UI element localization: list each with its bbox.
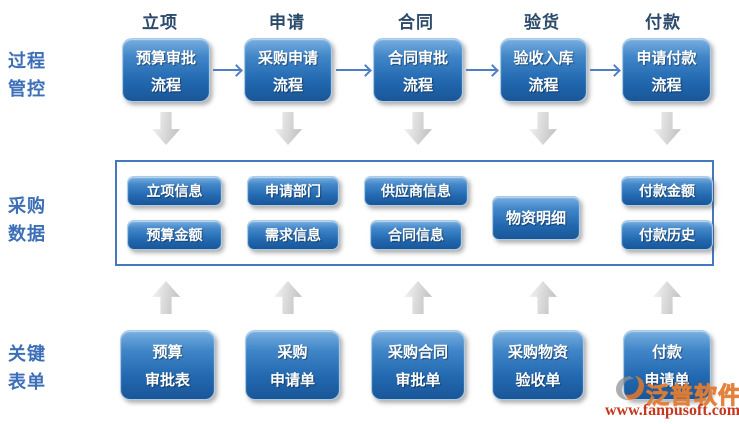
process-box-line: 流程 bbox=[402, 77, 433, 94]
form-box-line: 申请单 bbox=[269, 372, 315, 389]
data-chip-requesting-department: 申请部门 bbox=[247, 176, 339, 206]
process-box-line: 预算审批 bbox=[135, 50, 196, 67]
arrow-up-icon bbox=[404, 281, 432, 314]
process-box-contract-approval: 合同审批 流程 bbox=[373, 38, 463, 102]
form-box-line: 预算 bbox=[152, 344, 183, 361]
side-label-line: 管控 bbox=[8, 79, 46, 99]
form-box-line: 审批表 bbox=[144, 372, 190, 389]
side-label-line: 采购 bbox=[8, 196, 46, 216]
watermark-url: www.fanpusoft.com bbox=[605, 402, 739, 419]
form-box-line: 采购物资 bbox=[507, 344, 568, 361]
process-box-line: 合同审批 bbox=[387, 50, 448, 67]
form-box-line: 审批单 bbox=[395, 372, 441, 389]
form-box-payment-request-form: 付款 申请单 bbox=[623, 330, 711, 400]
data-chip-supplier-info: 供应商信息 bbox=[364, 176, 468, 206]
data-chip-material-details: 物资明细 bbox=[492, 196, 580, 240]
form-box-line: 采购合同 bbox=[387, 344, 448, 361]
column-header-request: 申请 bbox=[269, 13, 305, 32]
form-box-line: 申请单 bbox=[644, 372, 690, 389]
process-box-purchase-request: 采购申请 流程 bbox=[244, 38, 332, 102]
column-header-inspection: 验货 bbox=[524, 13, 560, 32]
process-box-receiving-warehousing: 验收入库 流程 bbox=[500, 38, 587, 102]
process-box-line: 申请付款 bbox=[636, 50, 697, 67]
column-header-payment: 付款 bbox=[645, 13, 681, 32]
process-box-payment-request: 申请付款 流程 bbox=[622, 38, 711, 102]
column-header-project-initiation: 立项 bbox=[142, 13, 178, 32]
data-chip-demand-info: 需求信息 bbox=[247, 220, 339, 250]
side-label-line: 关键 bbox=[8, 344, 46, 364]
arrow-down-icon bbox=[274, 112, 302, 145]
form-box-budget-approval-form: 预算 审批表 bbox=[120, 330, 215, 400]
flow-arrow-right-icon bbox=[466, 69, 497, 71]
flow-arrow-right-icon bbox=[213, 69, 241, 71]
data-chip-payment-amount: 付款金额 bbox=[621, 176, 713, 206]
form-box-material-acceptance-form: 采购物资 验收单 bbox=[492, 330, 584, 400]
process-box-line: 流程 bbox=[528, 77, 559, 94]
form-box-line: 采购 bbox=[277, 344, 308, 361]
process-box-line: 流程 bbox=[651, 77, 682, 94]
arrow-down-icon bbox=[653, 112, 681, 145]
arrow-up-icon bbox=[274, 281, 302, 314]
data-chip-payment-history: 付款历史 bbox=[621, 220, 713, 250]
process-box-line: 流程 bbox=[150, 77, 181, 94]
arrow-up-icon bbox=[152, 281, 180, 314]
arrow-up-icon bbox=[529, 281, 557, 314]
flow-arrow-right-icon bbox=[590, 69, 619, 71]
form-box-line: 验收单 bbox=[515, 372, 561, 389]
form-box-line: 付款 bbox=[651, 344, 682, 361]
data-chip-budget-amount: 预算金额 bbox=[127, 220, 222, 250]
form-box-contract-approval-form: 采购合同 审批单 bbox=[371, 330, 465, 400]
arrow-up-icon bbox=[653, 281, 681, 314]
arrow-down-icon bbox=[404, 112, 432, 145]
side-label-line: 表单 bbox=[8, 372, 46, 392]
side-label-line: 数据 bbox=[8, 224, 46, 244]
arrow-down-icon bbox=[529, 112, 557, 145]
form-box-purchase-request-form: 采购 申请单 bbox=[245, 330, 340, 400]
side-label-line: 过程 bbox=[8, 51, 46, 71]
arrow-down-icon bbox=[152, 112, 180, 145]
side-label-key-forms: 关键 表单 bbox=[8, 340, 70, 396]
fanpu-logo-icon bbox=[616, 376, 645, 400]
process-box-budget-approval: 预算审批 流程 bbox=[122, 38, 210, 102]
process-box-line: 采购申请 bbox=[257, 50, 318, 67]
process-box-line: 验收入库 bbox=[513, 50, 574, 67]
flow-arrow-right-icon bbox=[336, 69, 370, 71]
column-header-contract: 合同 bbox=[398, 13, 434, 32]
data-chip-project-info: 立项信息 bbox=[127, 176, 222, 206]
side-label-process-control: 过程 管控 bbox=[8, 47, 70, 103]
side-label-procurement-data: 采购 数据 bbox=[8, 192, 70, 248]
data-chip-contract-info: 合同信息 bbox=[370, 220, 462, 250]
process-box-line: 流程 bbox=[272, 77, 303, 94]
watermark-brand: 泛普软件 bbox=[646, 382, 739, 409]
